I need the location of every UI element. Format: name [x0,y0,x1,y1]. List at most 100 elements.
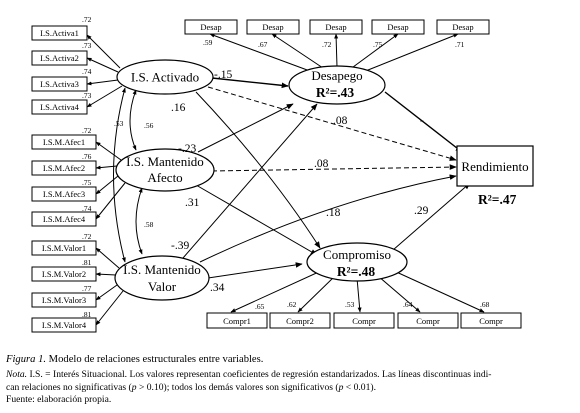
correlations [113,87,143,263]
loading-value: .75 [373,40,383,49]
indicator-label: I.S.Activa1 [40,28,79,38]
loading-value: .73 [82,91,92,100]
r2-value: R²=.43 [316,85,355,100]
note-label: Nota. [6,369,28,381]
figure-caption: Figura 1. Modelo de relaciones estructur… [6,354,576,407]
path-coef: .08 [314,158,329,170]
loading-value: .65 [255,302,265,311]
indicator-label: Desap [325,22,346,32]
path-coef: .18 [326,207,341,219]
note-text-2b: > 0.10); todos los demás valores son sig… [136,381,339,393]
activado-loadings [86,34,123,108]
correlation-value: .58 [144,220,154,229]
indicator-box: I.S.M.Afec4 [31,211,97,227]
afecto-indicators: I.S.M.Afec1 I.S.M.Afec2 I.S.M.Afec3 I.S.… [31,134,97,227]
indicator-label: I.S.M.Valor3 [42,295,86,305]
loading-value: .62 [287,300,297,309]
indicator-label: Compr1 [223,316,251,326]
loading-value: .75 [82,178,92,187]
indicator-label: Compr [479,316,503,326]
indicator-box: I.S.M.Valor3 [31,292,97,308]
loading-value: .74 [82,204,92,213]
figure-label: Figura 1. [6,354,47,365]
outcome-rendimiento: Rendimiento R²=.47 [456,145,534,207]
latent-label-line2: Valor [148,279,177,294]
indicator-label: Desap [452,22,473,32]
indicator-box: I.S.Activa1 [31,25,88,41]
source-line: Fuente: elaboración propia. [6,394,112,406]
correlation-value: .53 [114,119,124,128]
path-coef: .34 [210,282,225,294]
path-coef: .16 [171,102,186,114]
latent-desapego: Desapego R²=.43 [288,65,386,105]
indicator-label: I.S.Activa3 [40,79,79,89]
indicator-box: Desap [309,19,363,35]
desapego-indicators: Desap Desap Desap Desap Desap [184,19,490,35]
indicator-label: I.S.Activa4 [40,102,79,112]
note-line-1: Nota. I.S. = Interés Situacional. Los va… [6,369,576,381]
compromiso-loadings [230,269,485,313]
indicator-box: Compr [460,312,522,329]
indicator-label: I.S.M.Afec2 [43,163,85,173]
indicator-label: Compr2 [286,316,314,326]
correlation-value: .56 [144,121,154,130]
loading-value: .53 [345,300,355,309]
indicator-box: I.S.Activa2 [31,50,88,66]
p-symbol: p [338,381,344,393]
note-line-2: can relaciones no significativas ( p > 0.… [6,382,576,394]
indicator-box: Desap [184,19,238,35]
loading-value: .64 [403,300,413,309]
loading-value: .68 [480,300,490,309]
outcome-label: Rendimiento [461,159,528,174]
path-coefficients: -.15 .16 .08 -.23 .08 .31 .18 -.39 .34 -… [171,69,429,294]
indicator-label: Desap [387,22,408,32]
indicator-label: I.S.M.Valor4 [42,320,87,330]
indicator-label: Desap [200,22,221,32]
indicator-label: Desap [262,22,283,32]
indicator-box: I.S.M.Afec3 [31,186,97,202]
structural-model-diagram: I.S.Activa1 I.S.Activa2 I.S.Activa3 I.S.… [31,15,534,333]
loading-value: .71 [455,40,465,49]
indicator-label: I.S.M.Valor1 [42,243,86,253]
afecto-loadings [95,141,126,220]
note-text-1: I.S. = Interés Situacional. Los valores … [27,369,492,381]
loading-value: .81 [82,258,92,267]
r2-value: R²=.48 [337,264,376,279]
loading-value: .72 [322,40,332,49]
loading-values: .72 .73 .74 .73 .72 .76 .75 .74 .72 .81 … [82,15,490,319]
indicator-box: I.S.M.Afec2 [31,160,97,176]
note-text-2a: can relaciones no significativas ( [6,381,132,393]
loading-value: .74 [82,67,92,76]
indicator-label: I.S.M.Afec1 [43,137,85,147]
indicator-box: Compr [397,312,459,329]
path-coef: .08 [333,115,348,127]
latent-valor: I.S. Mantenido Valor [114,255,210,301]
latent-label-line2: Afecto [147,170,182,185]
indicator-box: I.S.M.Valor1 [31,240,97,256]
valor-indicators: I.S.M.Valor1 I.S.M.Valor2 I.S.M.Valor3 I… [31,240,97,333]
indicator-label: Compr [352,316,376,326]
valor-loadings [95,247,124,326]
indicator-box: Desap [371,19,425,35]
r2-value: R²=.47 [478,192,517,207]
loading-value: .77 [82,284,92,293]
latent-afecto: I.S. Mantenido Afecto [115,148,215,192]
latent-activado: I.S. Activado [116,59,214,95]
loading-value: .59 [203,38,213,47]
indicator-box: I.S.M.Valor2 [31,266,97,282]
figure-title: Modelo de relaciones estructurales entre… [46,354,264,365]
loading-value: .76 [82,152,92,161]
indicator-box: Compr1 [206,312,268,329]
path-coef: .31 [185,197,200,209]
loading-value: .81 [82,310,92,319]
indicator-label: I.S.M.Afec4 [43,214,86,224]
loading-value: .72 [82,232,92,241]
path-coef: - [420,115,424,127]
loading-value: .72 [82,126,92,135]
activado-indicators: I.S.Activa1 I.S.Activa2 I.S.Activa3 I.S.… [31,25,88,115]
indicator-label: I.S.M.Afec3 [43,189,85,199]
indicator-label: Compr [416,316,440,326]
indicator-box: I.S.M.Valor4 [31,317,97,333]
indicator-box: Desap [246,19,300,35]
desapego-loadings [209,33,459,75]
